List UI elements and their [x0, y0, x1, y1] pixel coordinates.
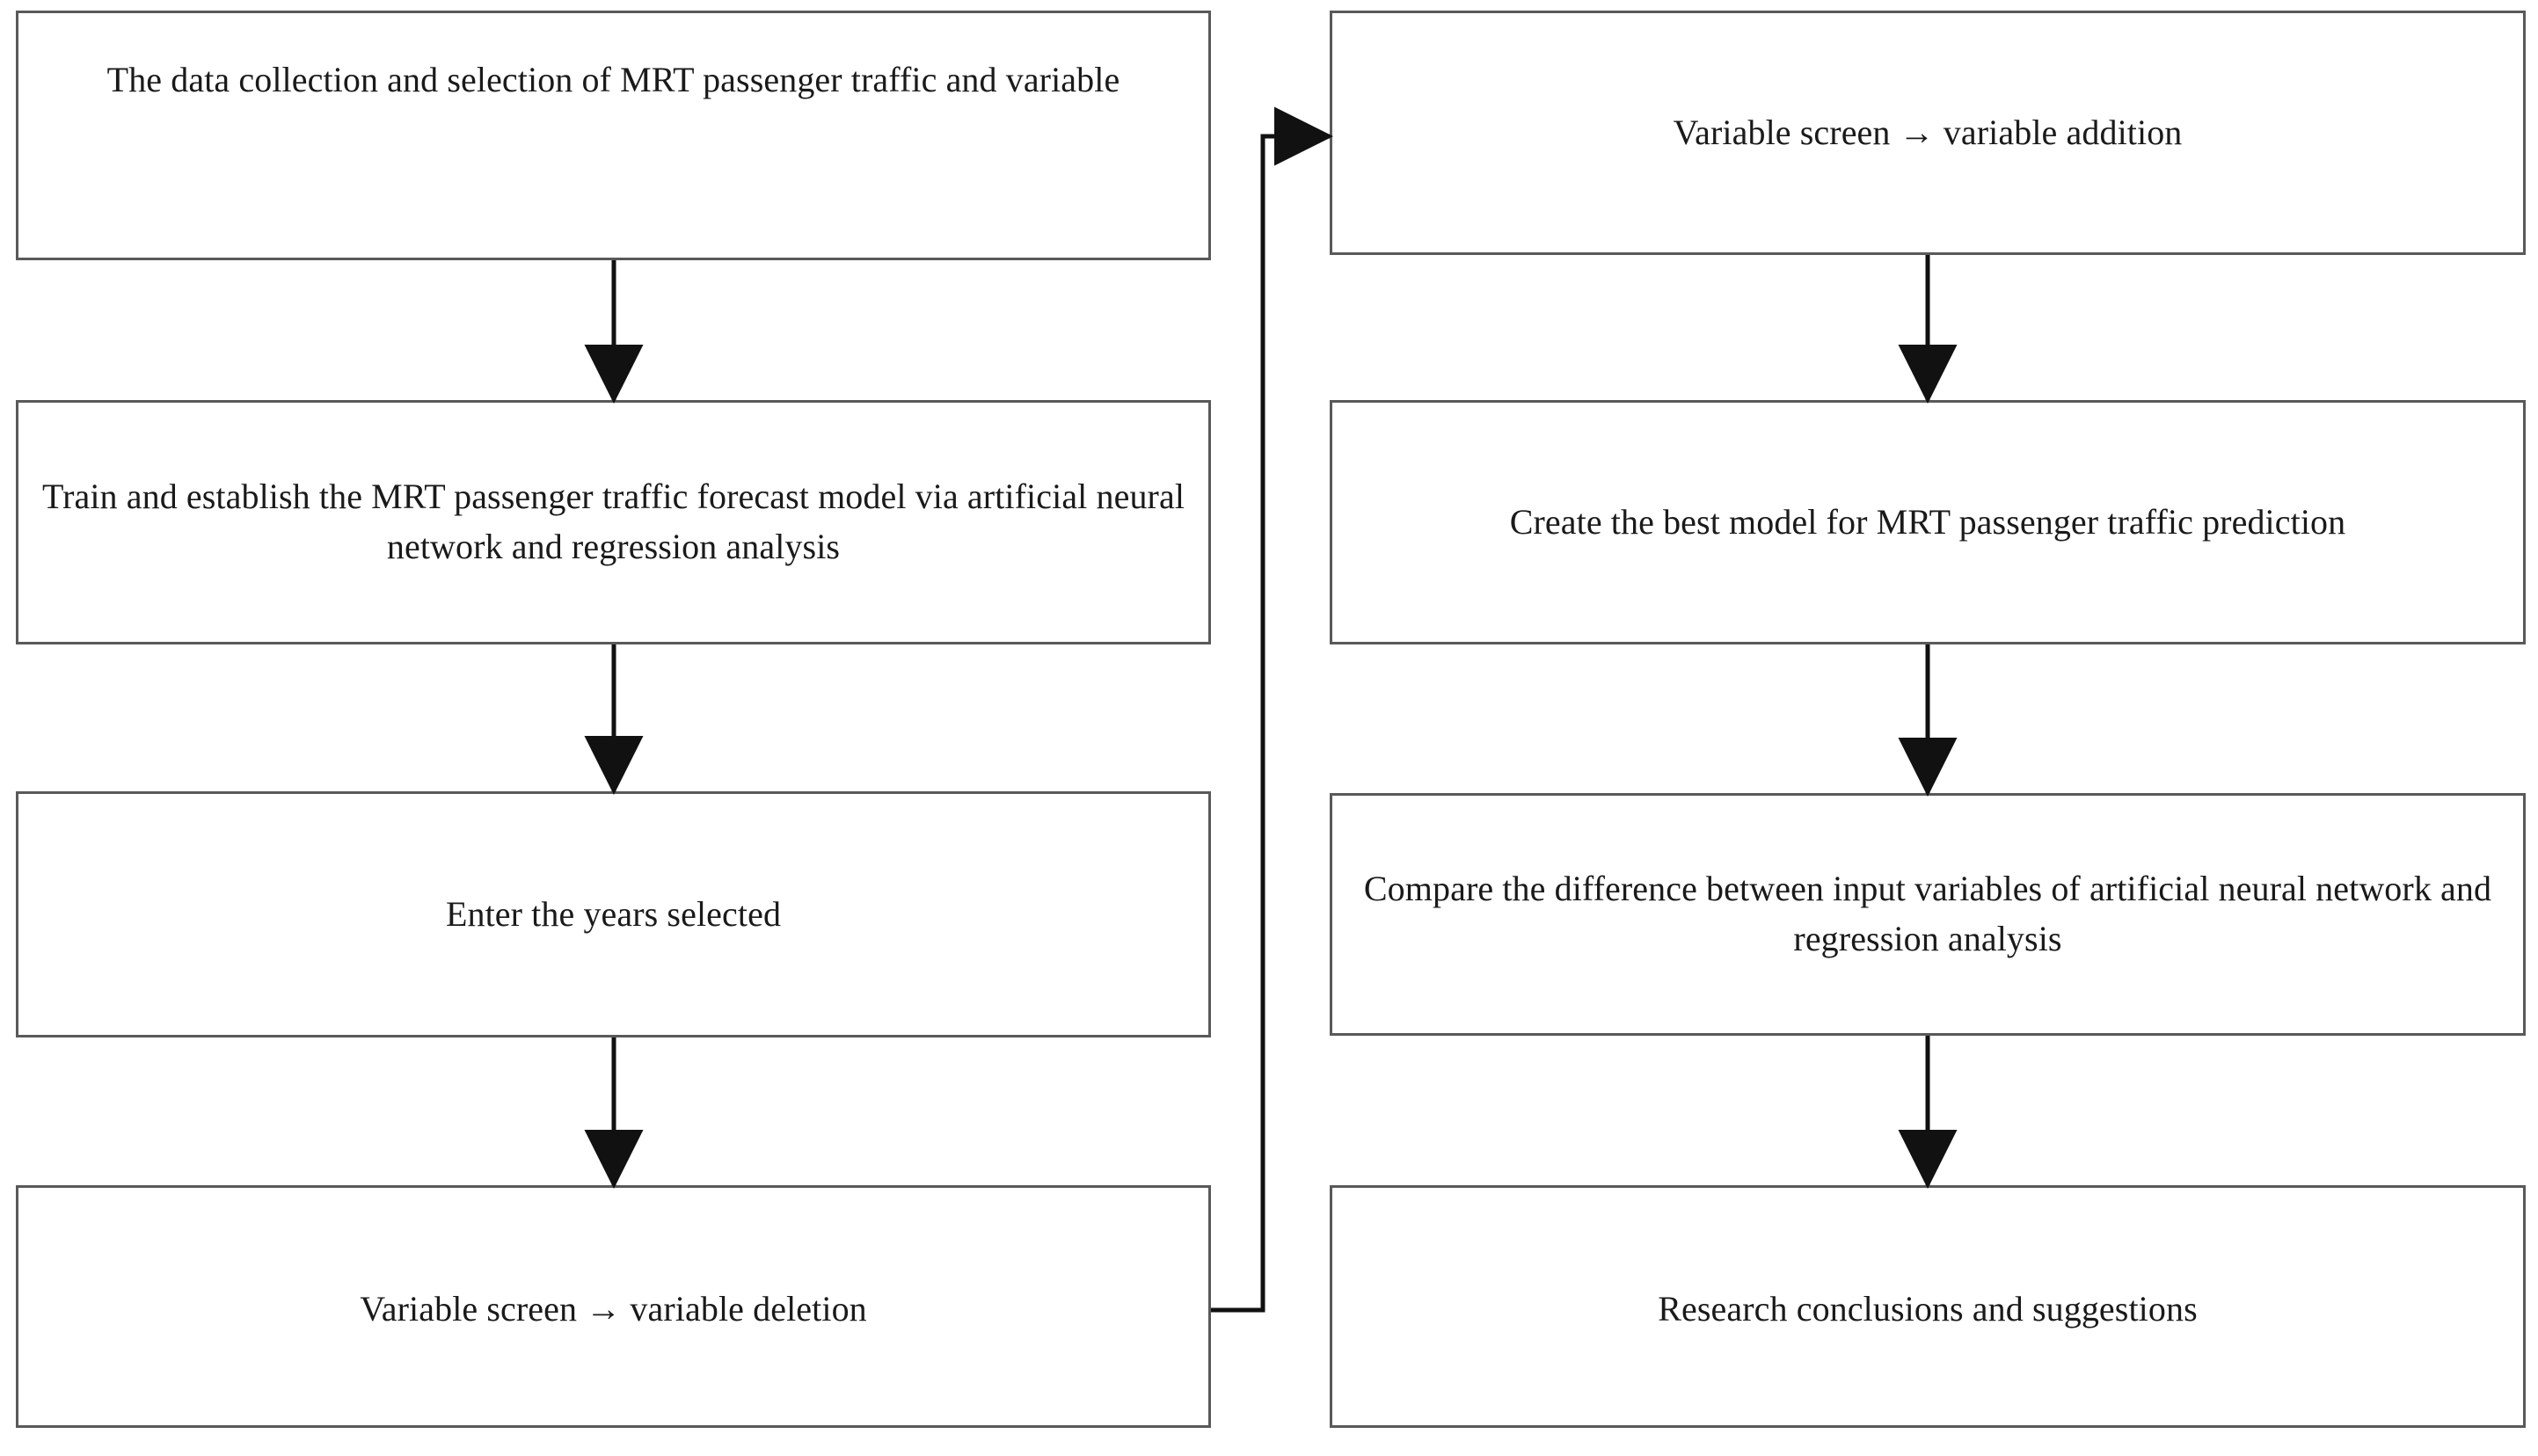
flow-node-label: The data collection and selection of MRT… [106, 60, 1120, 99]
flow-node-label: Research conclusions and suggestions [1658, 1289, 2198, 1329]
flow-node-label: Variable screen → variable deletion [360, 1289, 867, 1329]
connector-variable-deletion-to-variable-addition [1211, 106, 1333, 1313]
flow-node-data-collection[interactable]: The data collection and selection of MRT… [16, 11, 1211, 260]
flow-node-best-model[interactable]: Create the best model for MRT passenger … [1330, 400, 2526, 644]
flow-node-label: Variable screen → variable addition [1673, 113, 2183, 152]
flow-node-label: Enter the years selected [445, 893, 782, 934]
flow-node-variable-deletion[interactable]: Variable screen → variable deletion [16, 1185, 1211, 1428]
flow-node-label: Compare the difference between input var… [1363, 869, 2492, 958]
flow-node-variable-addition[interactable]: Variable screen → variable addition [1330, 11, 2526, 255]
flow-node-enter-years[interactable]: Enter the years selected [16, 791, 1211, 1037]
flow-node-label: Create the best model for MRT passenger … [1509, 501, 2346, 542]
flow-node-research-conclusions[interactable]: Research conclusions and suggestions [1330, 1185, 2526, 1428]
flow-node-train-model[interactable]: Train and establish the MRT passenger tr… [16, 400, 1211, 644]
flow-node-compare-difference[interactable]: Compare the difference between input var… [1330, 793, 2526, 1036]
flow-node-label: Train and establish the MRT passenger tr… [41, 477, 1185, 566]
